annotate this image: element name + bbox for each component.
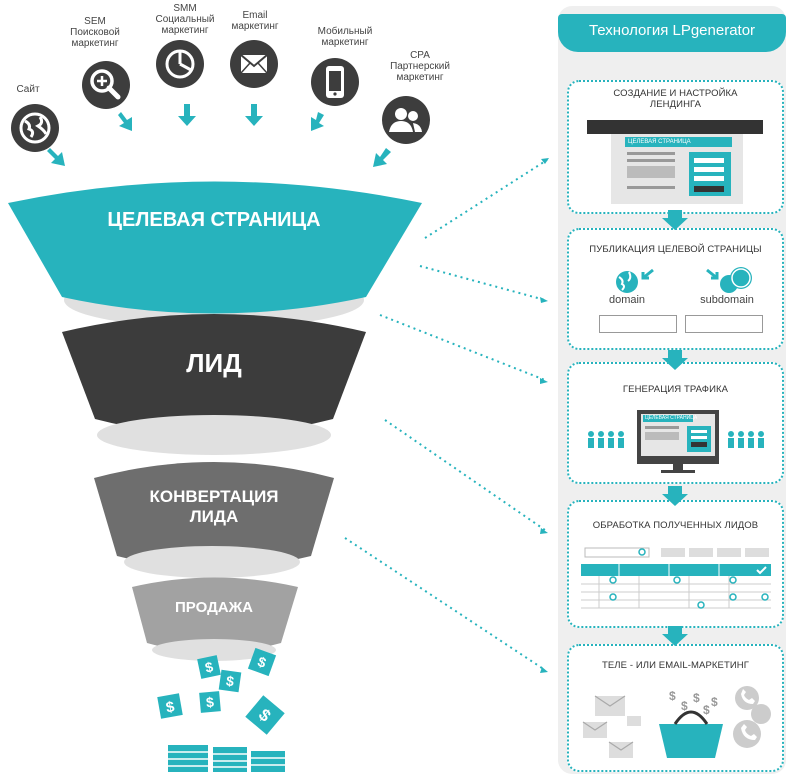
monitor-icon bbox=[588, 410, 764, 473]
step-process-leads: ОБРАБОТКА ПОЛУЧЕННЫХ ЛИДОВ bbox=[567, 500, 784, 628]
domain-label: domain bbox=[608, 294, 646, 306]
svg-text:$: $ bbox=[711, 695, 718, 709]
svg-text:$: $ bbox=[669, 689, 676, 703]
envelope-icon bbox=[230, 40, 278, 88]
source-arrows bbox=[47, 104, 391, 167]
stage-conversion-label-1: КОНВЕРТАЦИЯ bbox=[149, 487, 278, 506]
stage-target-page-label: ЦЕЛЕВАЯ СТРАНИЦА bbox=[107, 209, 320, 231]
connector-lines bbox=[344, 159, 548, 671]
basket-icon: $$$$$ bbox=[582, 686, 771, 758]
users-icon bbox=[382, 96, 430, 144]
stage-lead-label: ЛИД bbox=[186, 348, 242, 378]
source-label-email: Email маркетинг bbox=[231, 10, 279, 32]
source-label-mobile: Мобильный маркетинг bbox=[317, 26, 373, 48]
step-publish-page: ПУБЛИКАЦИЯ ЦЕЛЕВОЙ СТРАНИЦЫ domain subdo… bbox=[567, 228, 784, 350]
source-label-site: Сайт bbox=[16, 84, 40, 95]
subdomain-label: subdomain bbox=[700, 294, 754, 306]
subdomain-field bbox=[685, 315, 763, 333]
step-title: ТЕЛЕ - ИЛИ EMAIL-МАРКЕТИНГ bbox=[601, 660, 750, 671]
source-label-smm: SMM Социальный маркетинг bbox=[155, 3, 215, 36]
svg-text:$: $ bbox=[703, 703, 710, 717]
stage-sale-label: ПРОДАЖА bbox=[175, 599, 253, 616]
step-title: СОЗДАНИЕ И НАСТРОЙКА ЛЕНДИНГА bbox=[613, 88, 738, 110]
svg-text:$: $ bbox=[165, 698, 177, 716]
step-traffic-generation: ГЕНЕРАЦИЯ ТРАФИКА ЦЕЛЕВАЯ СТРАНИЦА bbox=[567, 362, 784, 484]
domain-field bbox=[599, 315, 677, 333]
leads-table-icon bbox=[581, 547, 771, 609]
svg-text:$: $ bbox=[204, 658, 215, 675]
svg-text:$: $ bbox=[693, 691, 700, 705]
step-create-landing: СОЗДАНИЕ И НАСТРОЙКА ЛЕНДИНГА ЦЕЛЕВАЯ СТ… bbox=[567, 80, 784, 214]
source-label-cpa: CPA Партнерский маркетинг bbox=[390, 50, 450, 83]
funnel-diagram: ЦЕЛЕВАЯ СТРАНИЦА ЛИД КОНВЕРТАЦИЯ ЛИДА ПР… bbox=[8, 40, 549, 772]
money-icon: $ $ $ $ $ $ bbox=[157, 647, 285, 772]
globe-icon bbox=[11, 104, 59, 152]
step-title: ПУБЛИКАЦИЯ ЦЕЛЕВОЙ СТРАНИЦЫ bbox=[589, 244, 762, 255]
source-label-sem: SEM Поисковой маркетинг bbox=[70, 16, 120, 49]
step-tele-email-marketing: ТЕЛЕ - ИЛИ EMAIL-МАРКЕТИНГ $$$$$ bbox=[567, 644, 784, 772]
pie-chart-icon bbox=[156, 40, 204, 88]
panel-header: Технология LPgenerator bbox=[558, 14, 786, 52]
step-arrows bbox=[662, 210, 688, 646]
stage-conversion-label-2: ЛИДА bbox=[190, 507, 239, 526]
svg-text:$: $ bbox=[681, 699, 688, 713]
svg-text:$: $ bbox=[225, 673, 235, 690]
step-title: ГЕНЕРАЦИЯ ТРАФИКА bbox=[622, 384, 729, 395]
landing-mockup: ЦЕЛЕВАЯ СТРАНИЦА bbox=[611, 134, 743, 204]
editor-toolbar bbox=[587, 120, 763, 134]
globe-icon bbox=[616, 267, 752, 293]
step-title: ОБРАБОТКА ПОЛУЧЕННЫХ ЛИДОВ bbox=[592, 520, 759, 531]
phone-icon bbox=[311, 58, 359, 106]
svg-text:$: $ bbox=[205, 694, 214, 711]
magnifier-icon bbox=[82, 61, 130, 109]
